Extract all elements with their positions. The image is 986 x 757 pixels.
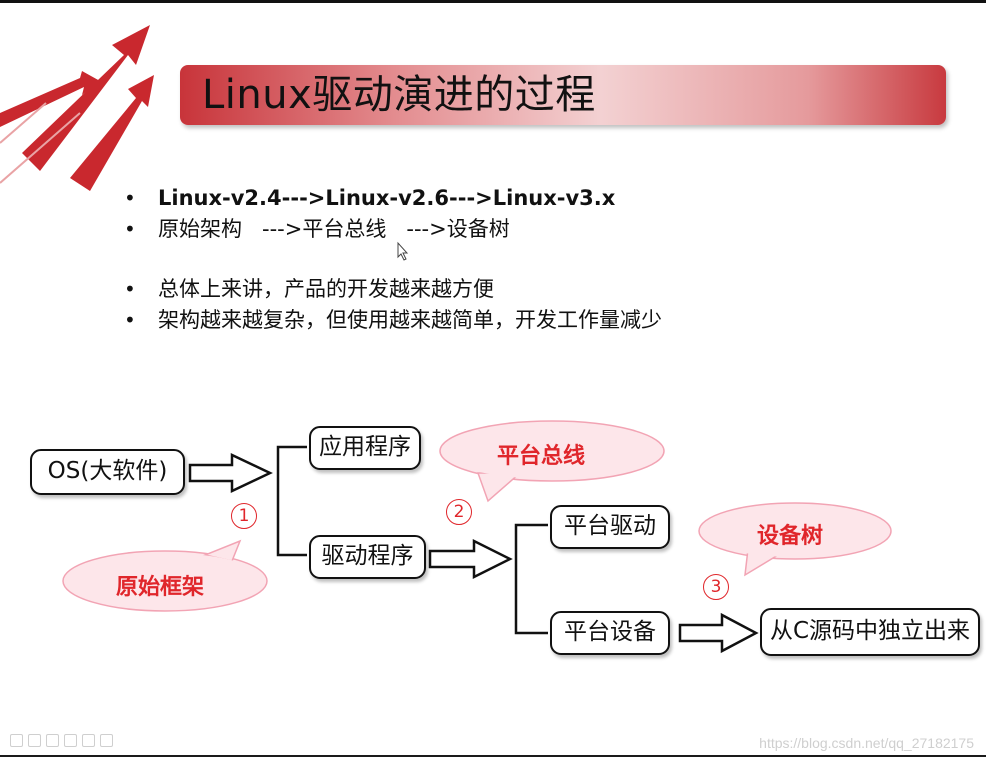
box-app: 应用程序 bbox=[309, 426, 421, 470]
box-driver: 驱动程序 bbox=[309, 535, 426, 579]
bullet-dot: • bbox=[124, 217, 136, 241]
step-number-3: 3 bbox=[703, 574, 729, 600]
box-platform-driver: 平台驱动 bbox=[550, 505, 670, 549]
mouse-cursor-icon bbox=[397, 241, 409, 261]
cloud-label-device-tree: 设备树 bbox=[757, 524, 824, 549]
page-title: Linux驱动演进的过程 bbox=[202, 72, 596, 118]
branch-os bbox=[276, 445, 307, 557]
slide-toolbar[interactable] bbox=[10, 734, 113, 747]
bullet-dot: • bbox=[124, 277, 136, 301]
slide: Linux驱动演进的过程 • Linux-v2.4--->Linux-v2.6-… bbox=[0, 3, 986, 755]
step-number-1: 1 bbox=[231, 503, 257, 529]
slides-icon[interactable] bbox=[28, 734, 41, 747]
logo-arrows-icon bbox=[0, 25, 154, 191]
bullet-overall: 总体上来讲，产品的开发越来越方便 bbox=[158, 277, 494, 301]
bullet-dot: • bbox=[124, 308, 136, 332]
watermark: https://blog.csdn.net/qq_27182175 bbox=[759, 735, 974, 751]
pen-icon[interactable] bbox=[10, 734, 23, 747]
box-platform-device: 平台设备 bbox=[550, 611, 670, 655]
title-bar bbox=[180, 65, 946, 125]
cloud-label-platform-bus: 平台总线 bbox=[497, 444, 586, 469]
screen-icon[interactable] bbox=[100, 734, 113, 747]
highlighter-icon[interactable] bbox=[46, 734, 59, 747]
top-border bbox=[0, 0, 986, 3]
branch-driver bbox=[514, 523, 548, 635]
bullet-complexity: 架构越来越复杂，但使用越来越简单，开发工作量减少 bbox=[158, 308, 662, 332]
bullet-dot: • bbox=[124, 186, 136, 210]
box-independent: 从C源码中独立出来 bbox=[760, 608, 980, 656]
bullet-version-chain: Linux-v2.4--->Linux-v2.6--->Linux-v3.x bbox=[158, 186, 616, 210]
box-os: OS(大软件) bbox=[30, 449, 185, 495]
arrow-device bbox=[678, 612, 759, 654]
pointer-icon[interactable] bbox=[82, 734, 95, 747]
arrow-driver bbox=[428, 538, 513, 580]
bullet-architecture-chain: 原始架构 --->平台总线 --->设备树 bbox=[158, 217, 510, 241]
cloud-label-original: 原始框架 bbox=[116, 575, 205, 600]
arrow-os bbox=[188, 453, 273, 493]
step-number-2: 2 bbox=[446, 499, 472, 525]
eraser-icon[interactable] bbox=[64, 734, 77, 747]
